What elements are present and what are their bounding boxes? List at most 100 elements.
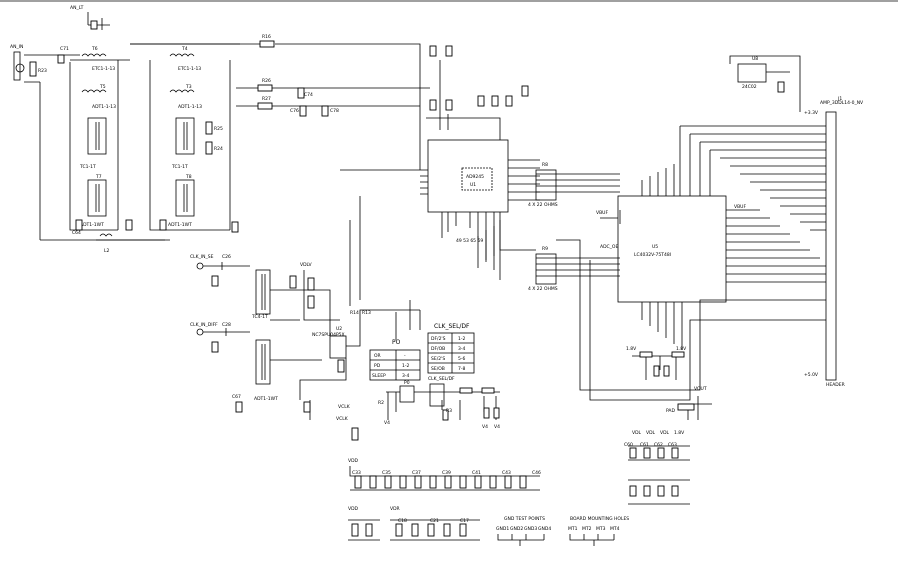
svg-text:GND1: GND1 bbox=[496, 526, 509, 532]
config-jumpers: P0 CLK_SEL/DF R2 R3 V4 V4 V4 bbox=[378, 300, 500, 430]
svg-text:C74: C74 bbox=[304, 92, 313, 98]
svg-text:C21: C21 bbox=[430, 518, 439, 524]
transformer-stage-2: T4 ETC1-1-13 T3 ADT1-1-13 R25 R24 TC1-1T… bbox=[96, 43, 240, 254]
fpga-name: LC4032V-75T48I bbox=[634, 252, 671, 258]
svg-text:R9: R9 bbox=[542, 246, 548, 252]
svg-text:ADC_OE: ADC_OE bbox=[600, 244, 618, 250]
test-points-title: GND TEST POINTS bbox=[504, 516, 545, 522]
svg-text:U8: U8 bbox=[752, 56, 758, 62]
svg-text:24C02: 24C02 bbox=[742, 84, 757, 90]
svg-text:OR: OR bbox=[374, 353, 381, 359]
clk-sel-table: CLK_SEL/DF DF/2'S 1-2 DF/OB 3-4 SE/2'S 5… bbox=[427, 323, 475, 374]
svg-text:U2: U2 bbox=[336, 326, 342, 332]
svg-text:C18: C18 bbox=[398, 518, 407, 524]
svg-text:C35: C35 bbox=[382, 470, 391, 476]
svg-text:V4: V4 bbox=[482, 424, 488, 430]
svg-text:7-8: 7-8 bbox=[458, 366, 465, 372]
svg-text:VDL: VDL bbox=[646, 430, 656, 436]
svg-text:C76: C76 bbox=[290, 108, 299, 114]
svg-text:C43: C43 bbox=[502, 470, 511, 476]
po-table: PO OR - PD 1-2 SLEEP 3-4 bbox=[369, 339, 421, 381]
svg-text:1.8V: 1.8V bbox=[676, 346, 687, 352]
svg-text:ADT1-1WT: ADT1-1WT bbox=[168, 222, 192, 228]
svg-text:R2: R2 bbox=[378, 400, 384, 406]
svg-text:+5.0V: +5.0V bbox=[804, 372, 819, 378]
svg-text:VDR: VDR bbox=[390, 506, 400, 512]
svg-text:R3: R3 bbox=[446, 408, 452, 414]
svg-text:C78: C78 bbox=[330, 108, 339, 114]
svg-text:V4: V4 bbox=[384, 420, 390, 426]
bypass-caps-vdr: VDD VDR C18 C21 C17 bbox=[348, 506, 480, 541]
svg-text:ADT1-1WT: ADT1-1WT bbox=[80, 222, 104, 228]
clock-se-ref: CLK_IN_SE bbox=[190, 254, 214, 260]
svg-text:4 X 22 OHMS: 4 X 22 OHMS bbox=[528, 202, 558, 208]
svg-text:C26: C26 bbox=[222, 254, 231, 260]
svg-text:HEADER: HEADER bbox=[826, 382, 845, 388]
svg-text:T3: T3 bbox=[185, 84, 192, 90]
svg-text:C71: C71 bbox=[60, 46, 69, 52]
svg-text:VBUF: VBUF bbox=[596, 210, 608, 216]
svg-text:R27: R27 bbox=[262, 96, 271, 102]
svg-text:AMP_3DDL14-0_NV: AMP_3DDL14-0_NV bbox=[820, 100, 864, 106]
input-ref: AN_IN bbox=[10, 44, 23, 50]
svg-text:VOUT: VOUT bbox=[694, 386, 707, 392]
svg-text:1.8V: 1.8V bbox=[626, 346, 637, 352]
svg-text:MT2: MT2 bbox=[582, 526, 592, 532]
svg-text:DF/2'S: DF/2'S bbox=[431, 336, 446, 342]
svg-text:ETC1-1-13: ETC1-1-13 bbox=[178, 66, 201, 72]
adc-decoupling bbox=[426, 45, 529, 140]
svg-text:GND4: GND4 bbox=[538, 526, 551, 532]
svg-text:SE/OB: SE/OB bbox=[431, 366, 445, 372]
svg-text:R26: R26 bbox=[262, 78, 271, 84]
svg-text:GND2: GND2 bbox=[510, 526, 523, 532]
svg-text:GND3: GND3 bbox=[524, 526, 537, 532]
svg-text:1-2: 1-2 bbox=[458, 336, 465, 342]
svg-text:VCLK: VCLK bbox=[338, 404, 351, 410]
svg-text:4 X 22 OHMS: 4 X 22 OHMS bbox=[528, 286, 558, 292]
svg-text:49 53 65 69: 49 53 65 69 bbox=[456, 238, 483, 244]
svg-text:MT4: MT4 bbox=[610, 526, 620, 532]
svg-text:C17: C17 bbox=[460, 518, 469, 524]
svg-text:R16: R16 bbox=[262, 34, 271, 40]
svg-text:ADT1-1WT: ADT1-1WT bbox=[254, 396, 278, 402]
svg-text:R14: R14 bbox=[350, 310, 359, 316]
svg-text:R25: R25 bbox=[214, 126, 223, 132]
svg-text:C33: C33 bbox=[352, 470, 361, 476]
svg-text:T4: T4 bbox=[181, 46, 188, 52]
svg-text:SLEEP: SLEEP bbox=[372, 373, 386, 379]
resistor-packs: R8 4 X 22 OHMS R9 4 X 22 OHMS bbox=[477, 162, 620, 292]
svg-text:VDD: VDD bbox=[348, 506, 359, 512]
svg-text:V4: V4 bbox=[494, 424, 500, 430]
bypass-caps-vdd: VDD C33 C35 C37 C39 C41 C43 C46 VCLK bbox=[336, 416, 541, 491]
transformer-stage-1: T6 ETC1-1-13 T5 ADT1-1-13 TC1-1T T7 ADT1… bbox=[69, 46, 130, 236]
svg-text:3-4: 3-4 bbox=[402, 373, 409, 379]
svg-text:DF/OB: DF/OB bbox=[431, 346, 445, 352]
svg-text:PD: PD bbox=[374, 363, 381, 369]
svg-text:T5: T5 bbox=[99, 84, 106, 90]
adc-input-resistors: R16 R26 R27 C74 C76 C78 bbox=[130, 34, 430, 170]
svg-text:TC4-1T: TC4-1T bbox=[251, 314, 268, 320]
svg-text:CLK_SEL/DF: CLK_SEL/DF bbox=[428, 376, 455, 382]
svg-text:ADT1-1-13: ADT1-1-13 bbox=[178, 104, 202, 110]
svg-text:ADT1-1-13: ADT1-1-13 bbox=[92, 104, 116, 110]
bypass-caps-right: VDL VDL VDL 1.8V C60 C61 C62 C63 bbox=[624, 430, 690, 505]
svg-text:C67: C67 bbox=[232, 394, 241, 400]
clock-diff-ref: CLK_IN_DIFF bbox=[190, 322, 218, 328]
svg-text:5-6: 5-6 bbox=[458, 356, 465, 362]
svg-text:VDD: VDD bbox=[348, 458, 359, 464]
svg-text:ETC1-1-13: ETC1-1-13 bbox=[92, 66, 115, 72]
svg-text:C60: C60 bbox=[624, 442, 633, 448]
svg-text:VDLV: VDLV bbox=[300, 262, 313, 268]
clk-sel-title: CLK_SEL/DF bbox=[434, 323, 470, 330]
svg-text:R23: R23 bbox=[38, 68, 47, 74]
svg-text:R13: R13 bbox=[362, 310, 371, 316]
svg-text:1-2: 1-2 bbox=[402, 363, 409, 369]
svg-text:PAD: PAD bbox=[666, 408, 676, 414]
gnd-test-points: GND TEST POINTS GND1 GND2 GND3 GND4 bbox=[496, 516, 551, 546]
svg-text:C61: C61 bbox=[640, 442, 649, 448]
svg-text:C64: C64 bbox=[72, 230, 81, 236]
svg-text:VCLK: VCLK bbox=[336, 416, 349, 422]
connector: AMP_3DDL14-0_NV J1 +3.3V +5.0V HEADER bbox=[556, 96, 864, 401]
svg-text:L2: L2 bbox=[104, 248, 110, 254]
svg-text:T6: T6 bbox=[91, 46, 98, 52]
